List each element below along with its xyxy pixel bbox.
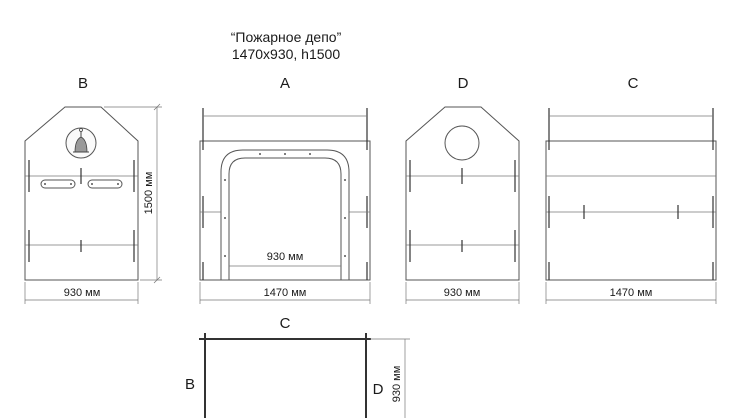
dimension-d-width-label: 930 мм — [444, 287, 481, 299]
view-label-c: C — [628, 75, 639, 92]
view-label-a: A — [280, 75, 290, 92]
plan-label-c: C — [280, 315, 291, 332]
plan-label-d: D — [373, 381, 384, 398]
view-a-panel — [199, 108, 371, 281]
bell-icon — [65, 127, 97, 159]
view-d-panel — [405, 106, 520, 281]
view-label-d: D — [458, 75, 469, 92]
view-b-panel — [24, 106, 139, 281]
dimension-a-width-label: 1470 мм — [264, 287, 307, 299]
dimension-b-width-label: 930 мм — [64, 287, 101, 299]
plan-label-b: B — [185, 376, 195, 393]
dimension-a-width — [199, 282, 371, 304]
dimension-b-height-label: 1500 мм — [143, 172, 155, 215]
view-c-panel — [545, 108, 717, 281]
dimension-c-width — [545, 282, 717, 304]
title-line-2: 1470x930, h1500 — [232, 46, 340, 62]
dimension-a-opening-label: 930 мм — [267, 251, 304, 263]
dimension-b-height — [104, 103, 162, 284]
dimension-b-width — [24, 282, 139, 304]
dimension-d-width — [405, 282, 520, 304]
title-line-1: “Пожарное депо” — [231, 29, 342, 45]
dimension-c-width-label: 1470 мм — [610, 287, 653, 299]
dimension-plan-depth-label: 930 мм — [391, 366, 403, 403]
plan-view — [199, 333, 410, 418]
view-label-b: B — [78, 75, 88, 92]
